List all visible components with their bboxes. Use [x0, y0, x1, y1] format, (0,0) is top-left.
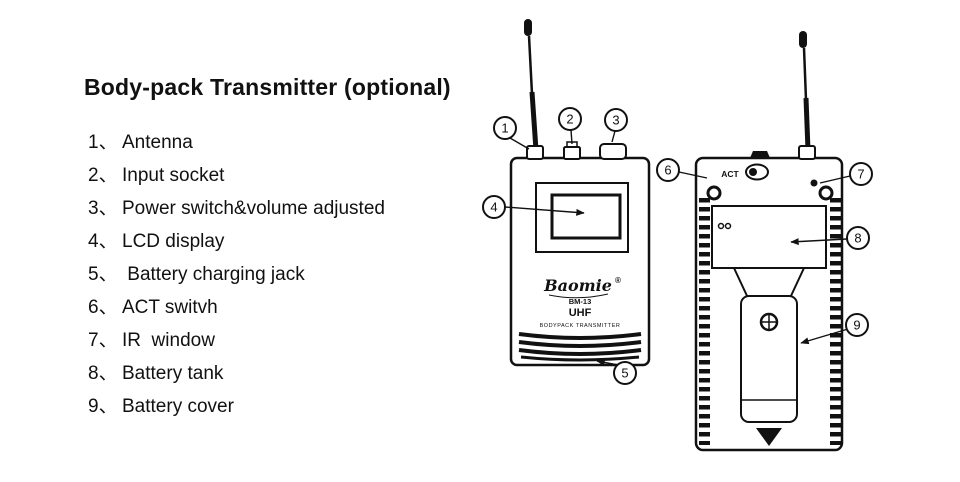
list-item-battery-cover: 9、 Battery cover [88, 391, 385, 424]
list-item-act-switch: 6、 ACT switvh [88, 292, 385, 325]
front-rib [518, 332, 642, 340]
list-item-battery-tank: 8、 Battery tank [88, 358, 385, 391]
part-number: 4、 [88, 231, 118, 252]
callout-4-line [504, 206, 585, 216]
cover-shoulders [733, 267, 805, 299]
screw-right [818, 185, 834, 201]
part-label: Input socket [122, 165, 225, 186]
callout-3-line [611, 130, 616, 143]
callout-8-line [790, 238, 848, 246]
list-item-input-socket: 2、 Input socket [88, 160, 385, 193]
callout-1: 1 [493, 116, 517, 140]
callout-8: 8 [846, 226, 870, 250]
callout-7: 7 [849, 162, 873, 186]
page-title: Body-pack Transmitter (optional) [84, 74, 451, 100]
part-label: Battery tank [122, 363, 224, 384]
battery-tank [711, 205, 827, 269]
part-number: 6、 [88, 297, 118, 318]
callout-2: 2 [558, 107, 582, 131]
callout-2-number: 2 [566, 112, 573, 127]
front-rib [518, 340, 642, 348]
callout-7-number: 7 [857, 167, 864, 182]
callout-6-line [678, 171, 708, 179]
callout-7-line [819, 175, 851, 184]
front-antenna-tip [524, 19, 532, 36]
input-socket [563, 146, 581, 160]
part-label: Antenna [122, 132, 193, 153]
front-antenna-rod-thin [527, 35, 534, 95]
tank-contact [724, 222, 732, 230]
callout-1-line [509, 137, 530, 150]
front-device-illustration: Baomie ® BM-13 UHF BODYPACK TRANSMITTER [509, 19, 651, 367]
part-label: ACT switvh [122, 297, 218, 318]
back-antenna-rod-thin [802, 47, 808, 101]
power-volume-knob [599, 143, 627, 160]
part-label: Battery charging jack [122, 264, 305, 285]
part-label: Battery cover [122, 396, 234, 417]
callout-9-number: 9 [853, 318, 860, 333]
brand-text: Baomie [543, 276, 612, 295]
callout-4: 4 [482, 195, 506, 219]
part-label: IR window [122, 330, 215, 351]
act-switch-knob [749, 168, 757, 176]
callout-5-line [596, 359, 619, 366]
ir-window [810, 179, 818, 187]
model-text: BM-13 [569, 297, 592, 306]
front-rib [518, 348, 642, 356]
callout-9-line [800, 328, 849, 345]
callout-1-number: 1 [501, 121, 508, 136]
callout-4-number: 4 [490, 200, 497, 215]
callouts: 1 2 3 4 5 6 7 [482, 107, 873, 385]
registered-mark: ® [615, 276, 621, 285]
bottom-arrow [756, 428, 782, 446]
part-label: LCD display [122, 231, 225, 252]
callout-2-line [570, 129, 573, 145]
part-number: 3、 [88, 198, 118, 219]
callout-3-number: 3 [612, 113, 619, 128]
lcd-display [550, 193, 622, 240]
parts-list: 1、 Antenna 2、 Input socket 3、 Power swit… [88, 127, 385, 424]
part-number: 8、 [88, 363, 118, 384]
leader-lines [504, 129, 851, 366]
brand-underline [548, 293, 609, 299]
list-item-ir-window: 7、 IR window [88, 325, 385, 358]
list-item-lcd-display: 4、 LCD display [88, 226, 385, 259]
list-item-battery-charging-jack: 5、 Battery charging jack [88, 259, 385, 292]
part-number: 5、 [88, 264, 118, 285]
back-antenna-rod [803, 97, 811, 151]
front-antenna-base [526, 145, 544, 160]
part-number: 7、 [88, 330, 118, 351]
left-grip-ribs [699, 197, 710, 445]
band-text: UHF [569, 307, 592, 319]
callout-8-number: 8 [854, 231, 861, 246]
act-label: ACT [721, 169, 739, 179]
type-label-text: BODYPACK TRANSMITTER [540, 323, 621, 329]
right-grip-ribs [830, 197, 841, 445]
callout-5-number: 5 [621, 366, 628, 381]
back-device-illustration: ACT [694, 31, 844, 452]
battery-cover [740, 295, 798, 423]
callout-6-number: 6 [664, 163, 671, 178]
part-number: 2、 [88, 165, 118, 186]
screw-left [706, 185, 722, 201]
front-rib [520, 355, 640, 362]
part-number: 9、 [88, 396, 118, 417]
callout-6: 6 [656, 158, 680, 182]
back-antenna-base [798, 145, 816, 160]
callout-9: 9 [845, 313, 869, 337]
front-antenna-rod [529, 91, 539, 151]
callout-5: 5 [613, 361, 637, 385]
list-item-antenna: 1、 Antenna [88, 127, 385, 160]
part-number: 1、 [88, 132, 118, 153]
part-label: Power switch&volume adjusted [122, 198, 385, 219]
back-antenna-tip [799, 31, 807, 48]
callout-3: 3 [604, 108, 628, 132]
list-item-power-switch: 3、 Power switch&volume adjusted [88, 193, 385, 226]
top-latch [750, 151, 770, 158]
tank-contact [717, 222, 725, 230]
